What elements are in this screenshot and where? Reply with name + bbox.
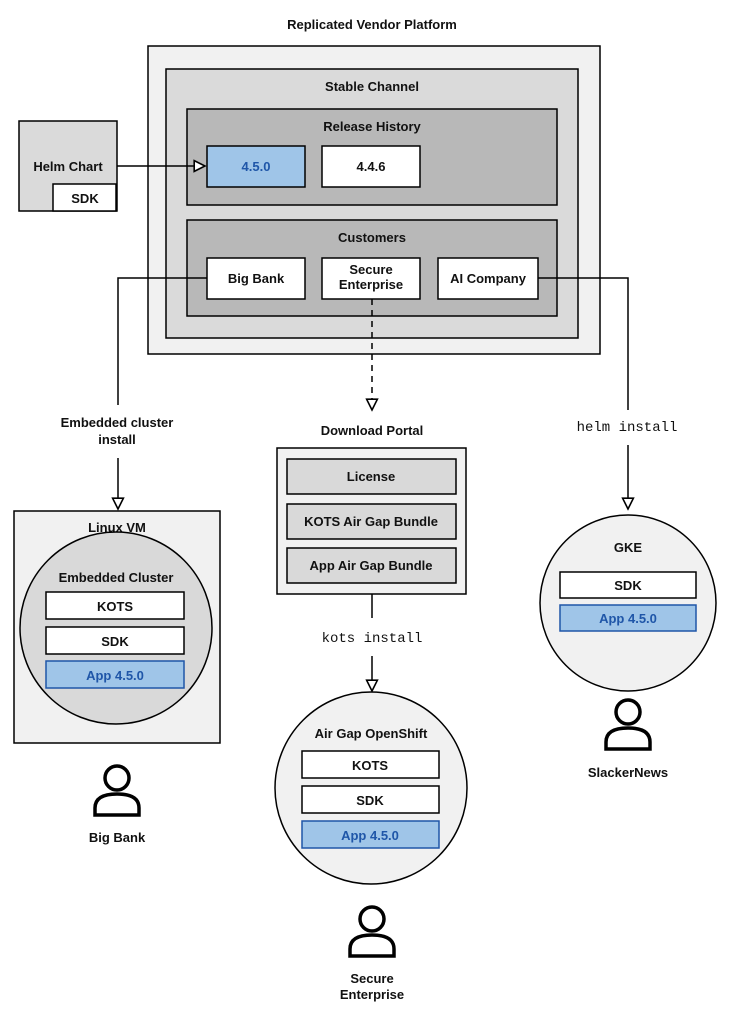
customer-big-bank[interactable] [206, 257, 306, 300]
gke-title: GKE [614, 540, 643, 555]
portal-kots-bundle[interactable] [286, 503, 457, 540]
customer-ai-company-label: AI Company [450, 271, 527, 286]
vm-app-label: App 4.5.0 [86, 668, 144, 683]
airgap-app-box [301, 820, 440, 849]
customers-title: Customers [338, 230, 406, 245]
airgap-title: Air Gap OpenShift [315, 726, 428, 741]
vm-sdk-box [45, 626, 185, 655]
portal-app-bundle[interactable] [286, 547, 457, 584]
linux-vm-title: Linux VM [88, 520, 146, 535]
big-bank-user-label: Big Bank [89, 830, 146, 845]
vm-kots-box [45, 591, 185, 620]
customer-big-bank-label: Big Bank [228, 271, 285, 286]
ai-company-connector [538, 277, 629, 410]
gke-sdk-label: SDK [614, 578, 642, 593]
slackernews-user-label: SlackerNews [588, 765, 668, 780]
gke-circle [539, 514, 717, 692]
release-4-5-0[interactable] [206, 145, 306, 188]
secure-enterprise-user-icon [348, 905, 396, 958]
vm-kots-label: KOTS [97, 599, 133, 614]
helm-sdk-label: SDK [71, 191, 99, 206]
release-4-4-6[interactable] [321, 145, 421, 188]
gke-sdk-box [559, 571, 697, 599]
embedded-cluster-title: Embedded Cluster [59, 570, 174, 585]
release-4-4-6-label: 4.4.6 [357, 159, 386, 174]
airgap-kots-label: KOTS [352, 758, 388, 773]
stable-channel-title: Stable Channel [325, 79, 419, 94]
portal-kots-bundle-label: KOTS Air Gap Bundle [304, 514, 438, 529]
kots-install-label: kots install [322, 631, 423, 647]
airgap-kots-box [301, 750, 440, 779]
helm-chart-title: Helm Chart [33, 159, 103, 174]
platform-title: Replicated Vendor Platform [287, 17, 457, 32]
big-bank-user-icon [93, 764, 141, 817]
portal-license[interactable] [286, 458, 457, 495]
airgap-sdk-label: SDK [356, 793, 384, 808]
gke-app-box [559, 604, 697, 632]
helm-sdk-box [52, 183, 117, 212]
vm-app-box [45, 660, 185, 689]
customer-ai-company[interactable] [437, 257, 539, 300]
big-bank-connector [117, 277, 207, 405]
gke-app-label: App 4.5.0 [599, 611, 657, 626]
slackernews-user-icon [604, 698, 652, 751]
portal-app-bundle-label: App Air Gap Bundle [309, 558, 432, 573]
release-history-title: Release History [323, 119, 421, 134]
airgap-app-label: App 4.5.0 [341, 828, 399, 843]
customer-secure-enterprise[interactable] [321, 257, 421, 300]
airgap-sdk-box [301, 785, 440, 814]
release-4-5-0-label: 4.5.0 [242, 159, 271, 174]
helm-install-label: helm install [577, 420, 678, 436]
download-portal-title: Download Portal [321, 423, 424, 438]
vm-sdk-label: SDK [101, 634, 129, 649]
portal-license-label: License [347, 469, 395, 484]
